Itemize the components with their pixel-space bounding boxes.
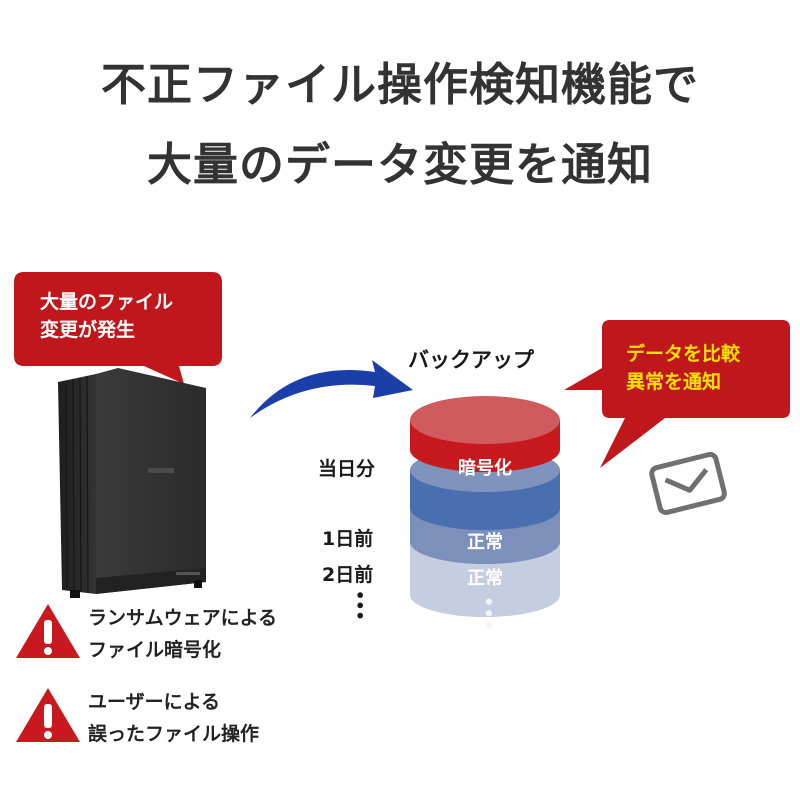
- left-speech-bubble: [14, 272, 222, 384]
- warning-text-ransomware: ランサムウェアによる ファイル暗号化: [88, 607, 278, 661]
- row-label-1day: 1日前: [322, 528, 374, 550]
- warning-text-user-error: ユーザーによる 誤ったファイル操作: [88, 691, 260, 745]
- cyl-label-1day: 正常: [467, 532, 503, 553]
- nas-device-image: [58, 368, 206, 598]
- warning-icon-user-error: [16, 688, 80, 742]
- title-line-1: 不正ファイル操作検知機能で: [100, 58, 699, 111]
- row-label-more: •••: [350, 590, 369, 621]
- row-label-2day: 2日前: [322, 564, 374, 586]
- backup-arrow-icon: [250, 360, 413, 418]
- title-line-2: 大量のデータ変更を通知: [146, 138, 653, 191]
- device-status-led: [176, 572, 200, 575]
- mail-icon: [649, 451, 727, 516]
- backup-storage-stack: [410, 396, 560, 617]
- cyl-label-2day: 正常: [467, 568, 503, 589]
- cyl-label-more: •••: [477, 596, 498, 631]
- left-bubble-text: 大量のファイル 変更が発生: [40, 291, 174, 341]
- right-bubble-text: データを比較 異常を通知: [626, 343, 741, 393]
- warning-icon-ransomware: [16, 604, 80, 658]
- row-label-today: 当日分: [318, 458, 376, 480]
- right-speech-bubble: [564, 320, 790, 468]
- cyl-label-today: 暗号化: [458, 458, 512, 479]
- device-logo: [148, 468, 174, 473]
- backup-label: バックアップ: [408, 348, 534, 372]
